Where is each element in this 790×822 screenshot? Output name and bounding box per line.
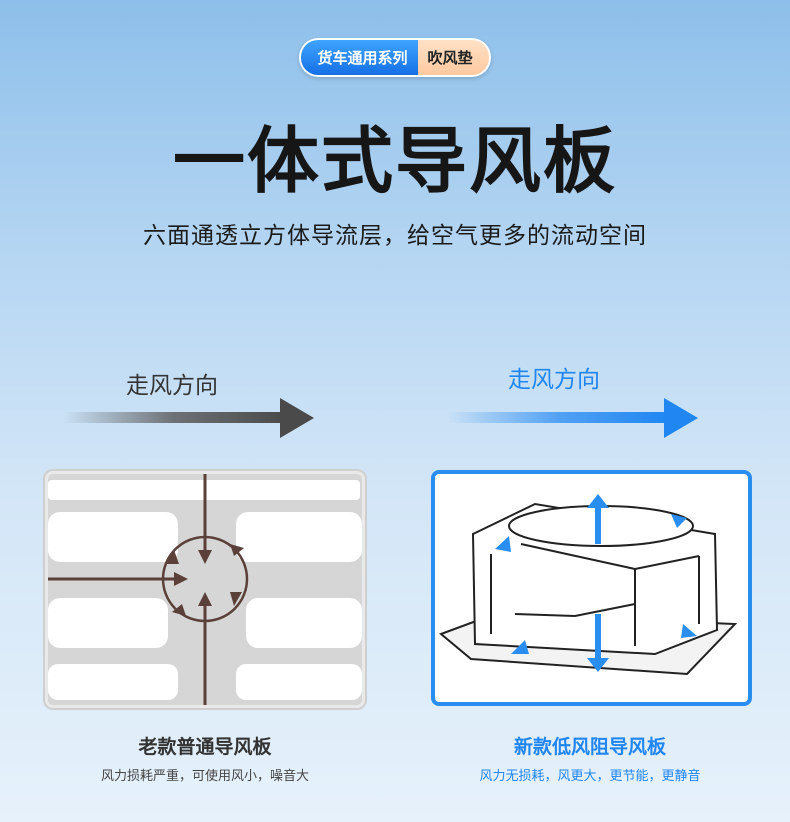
new-deflector-illustration — [431, 470, 752, 706]
series-tag: 货车通用系列 — [299, 38, 418, 77]
page-subtitle: 六面通透立方体导流层，给空气更多的流动空间 — [143, 223, 647, 249]
new-caption-sub: 风力无损耗，风更大，更节能，更静音 — [479, 769, 701, 784]
arrow-right-icon — [64, 398, 314, 438]
arrow-right-icon — [448, 398, 698, 438]
new-caption-title: 新款低风阻导风板 — [513, 736, 666, 758]
right-direction-label: 走风方向 — [508, 367, 600, 393]
left-direction-label: 走风方向 — [126, 373, 218, 399]
page-title: 一体式导风板 — [172, 119, 617, 203]
old-caption-title: 老款普通导风板 — [138, 736, 272, 758]
tag-pill: 货车通用系列 吹风垫 — [299, 38, 491, 77]
old-deflector-illustration — [45, 471, 365, 708]
tag-group: 货车通用系列 吹风垫 — [0, 38, 790, 77]
product-tag: 吹风垫 — [417, 38, 491, 77]
old-caption-sub: 风力损耗严重，可使用风小，噪音大 — [100, 769, 309, 784]
